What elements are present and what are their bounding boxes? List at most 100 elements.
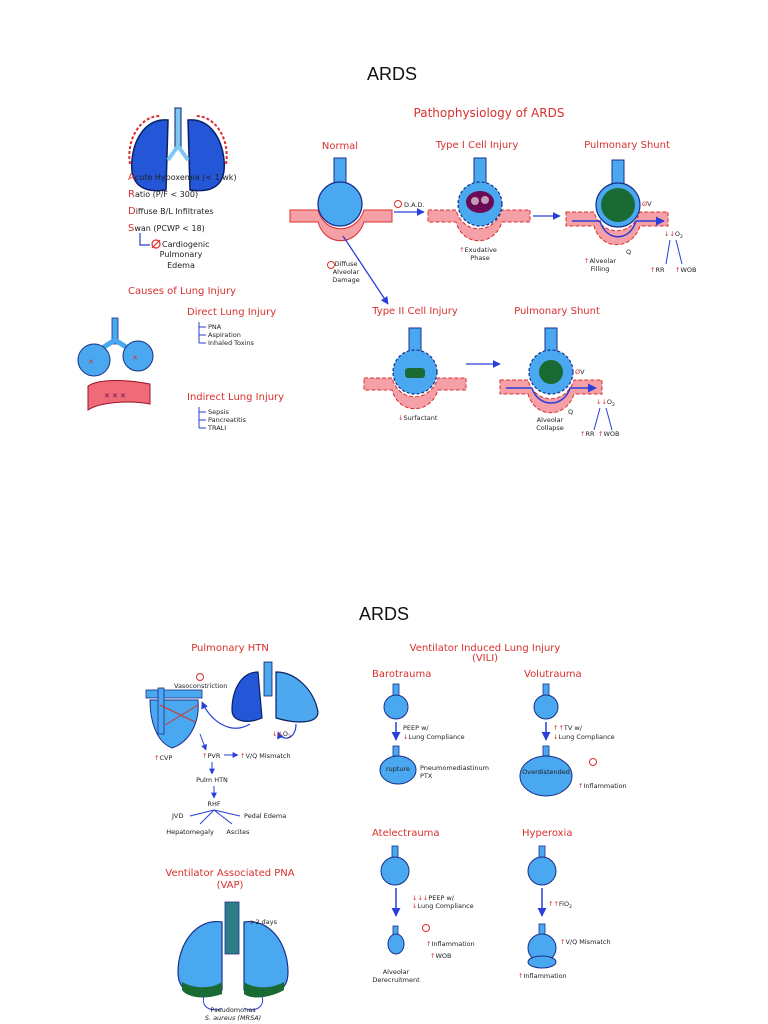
alveolar-collapse-line-1: Alveolar [537, 416, 564, 424]
mnemonic-letter-r: R [128, 189, 135, 200]
bottom-title: ARDS [359, 604, 409, 624]
hyperoxia-alveolus [527, 845, 557, 969]
cardiogenic-line-1: Cardiogenic [162, 240, 210, 249]
volu-inflammation: ↑Inflammation [578, 782, 627, 790]
vq-label: ↑V/Q Mismatch [240, 752, 291, 760]
pathophysiology-title: Pathophysiology of ARDS [414, 106, 565, 120]
shunt1-wob: ↑WOB [675, 266, 696, 274]
atel-peep: ↓↓↓PEEP w/ [412, 894, 455, 902]
pneumo-line-2: PTX [420, 772, 433, 780]
svg-text:Acute Hypoxemia (< 1 wk): Acute Hypoxemia (< 1 wk) [128, 172, 237, 183]
vili-title-line-2: (VILI) [472, 653, 498, 664]
lungs-illustration [231, 661, 319, 723]
svg-text:Swan (PCWP < 18): Swan (PCWP < 18) [128, 223, 205, 234]
volu-tv: ↑↑TV w/ [553, 724, 583, 732]
overdistended-label: Overdistended [522, 768, 570, 776]
exudative-line-2: Phase [470, 254, 489, 262]
vap-title-line-2: (VAP) [217, 880, 244, 891]
atelectrauma-alveolus [380, 845, 410, 955]
baro-peep: PEEP w/ [403, 724, 429, 732]
stage-type1-label: Type I Cell Injury [435, 140, 519, 151]
pneumo-line-1: Pneumomediastinum [420, 764, 489, 772]
stage-type2-label: Type II Cell Injury [371, 306, 458, 317]
mnemonic-letter-d: D [128, 206, 136, 217]
atel-compliance: ↓Lung Compliance [412, 902, 474, 910]
null-icon [151, 239, 161, 249]
exudative-line-1: ↑Exudative [459, 246, 497, 254]
svg-text:✕: ✕ [88, 358, 94, 366]
minus-icon [327, 261, 335, 269]
shunt2-q: Q [568, 408, 573, 416]
vasoconstriction-label: Vasoconstriction [174, 682, 227, 690]
causes-title: Causes of Lung Injury [128, 286, 236, 297]
htn-title: Pulmonary HTN [191, 643, 269, 654]
volu-compliance: ↓Lung Compliance [553, 733, 615, 741]
derecruitment-line-1: Alveolar [383, 968, 410, 976]
hyper-vq: ↑V/Q Mismatch [560, 938, 611, 946]
volutrauma-alveolus [519, 683, 573, 797]
stage-normal-label: Normal [322, 141, 358, 152]
alveolar-collapse-line-2: Collapse [536, 424, 564, 432]
stage-shunt1-label: Pulmonary Shunt [584, 140, 670, 151]
barotrauma-title: Barotrauma [372, 669, 431, 680]
htn-o2: ↓↓O2 [272, 730, 291, 740]
svg-text:✕: ✕ [132, 354, 138, 362]
normal-alveolus [289, 157, 393, 242]
shunt1-o2: ↓↓O2 [664, 230, 683, 240]
vap-lungs-illustration [177, 901, 289, 998]
svg-text:Ratio (P/F < 300): Ratio (P/F < 300) [128, 189, 198, 200]
atelectrauma-title: Atelectrauma [372, 828, 440, 839]
direct-item-toxins: Inhaled Toxins [208, 339, 255, 347]
diffuse-line-1: Diffuse [335, 260, 358, 268]
cardiogenic-line-2: Pulmonary [160, 250, 203, 259]
rhf-label: RHF [207, 800, 220, 808]
shunt1-alveolus [565, 159, 669, 246]
shunt1-rr: ↑RR [650, 266, 665, 274]
mnemonic-letter-a: A [128, 172, 135, 183]
plus-icon [422, 924, 430, 932]
ards-mnemonic: Acute Hypoxemia (< 1 wk) Ratio (P/F < 30… [128, 172, 237, 270]
hyper-inflammation: ↑Inflammation [518, 972, 567, 980]
cardiogenic-line-3: Edema [167, 261, 195, 270]
indirect-item-trali: TRALI [207, 424, 226, 432]
mnemonic-rest-s: wan (PCWP < 18) [134, 224, 204, 233]
pseudomonas-label: Pseudomonas [210, 1006, 256, 1014]
shunt2-alveolus [499, 327, 603, 414]
stage-shunt2-label: Pulmonary Shunt [514, 306, 600, 317]
mnemonic-rest-a: cute Hypoxemia (< 1 wk) [135, 173, 237, 182]
heart-illustration [145, 687, 203, 749]
airway-alveoli-illustration: ✕ ✕ [77, 317, 154, 377]
diffuse-line-2: Alveolar [333, 268, 360, 276]
two-days-label: >2 days [250, 918, 278, 926]
rupture-label: rupture [386, 765, 410, 773]
diffuse-line-3: Damage [332, 276, 359, 284]
vap-title-line-1: Ventilator Associated PNA [165, 868, 294, 879]
shunt2-rr: ↑RR [580, 430, 595, 438]
mnemonic-rest-r: atio (P/F < 300) [135, 190, 198, 199]
ards-lungs-illustration [128, 107, 228, 192]
baro-compliance: ↓Lung Compliance [403, 733, 465, 741]
indirect-item-pancreatitis: Pancreatitis [208, 416, 247, 424]
ascites-label: Ascites [226, 828, 250, 836]
top-title: ARDS [367, 64, 417, 84]
type2-alveolus [363, 327, 467, 410]
minus-icon [196, 673, 204, 681]
atel-inflammation: ↑Inflammation [426, 940, 475, 948]
shunt2-wob: ↑WOB [598, 430, 619, 438]
pvr-label: ↑PVR [202, 752, 221, 760]
indirect-item-sepsis: Sepsis [208, 408, 229, 416]
direct-item-aspiration: Aspiration [208, 331, 241, 339]
hepatomegaly-label: Hepatomegaly [166, 828, 214, 836]
mnemonic-rest-d: iffuse B/L Infiltrates [136, 207, 214, 216]
cvp-label: ↑CVP [154, 754, 172, 762]
saureus-label: S. aureus (MRSA) [205, 1014, 261, 1022]
pulm-htn-label: Pulm HTN [196, 776, 228, 784]
plus-icon [589, 758, 597, 766]
alveolar-filling-line-2: Filling [591, 265, 610, 273]
dad-label: D.A.D. [404, 201, 425, 209]
direct-injury-title: Direct Lung Injury [187, 307, 276, 318]
vili-title-line-1: Ventilator Induced Lung Injury [410, 643, 561, 654]
jvd-label: JVD [171, 812, 183, 820]
fio2-label: ↑↑FiO2 [548, 900, 572, 910]
